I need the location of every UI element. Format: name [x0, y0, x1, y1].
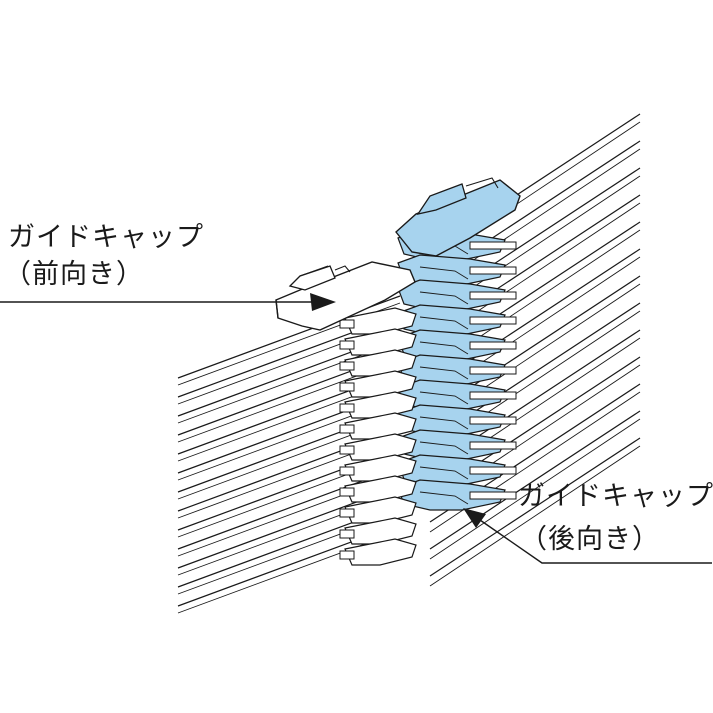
- rear-guide-cap-tab: [469, 416, 517, 425]
- front-guide-cap: [344, 517, 417, 545]
- front-guide-cap: [344, 475, 417, 503]
- rear-guide-cap-tab: [469, 316, 517, 325]
- rear-guide-cap-tab: [469, 466, 517, 475]
- front-guide-cap: [344, 538, 417, 566]
- rear-guide-cap-edge: [419, 466, 469, 480]
- rear-guide-cap: [397, 304, 506, 336]
- front-cap-label: ガイドキャップ: [8, 222, 204, 253]
- front-guide-cap: [344, 370, 417, 398]
- front-guide-cap: [344, 307, 417, 335]
- front-guide-cap: [344, 433, 417, 461]
- front-facing-guide-cap-top: [275, 261, 416, 331]
- rear-guide-cap-edge: [419, 316, 469, 330]
- rear-guide-cap-edge: [419, 391, 469, 405]
- rear-guide-cap-tab: [469, 391, 517, 400]
- rear-guide-cap-tab: [469, 341, 517, 350]
- front-guide-cap-tab: [339, 529, 355, 539]
- rear-guide-cap-tab: [469, 241, 517, 250]
- front-guide-cap-tab: [339, 382, 355, 392]
- leader-lines: [0, 293, 712, 564]
- rear-guide-cap-edge: [419, 491, 469, 505]
- rear-guide-cap-edge: [419, 441, 469, 455]
- front-guide-cap: [344, 496, 417, 524]
- rear-guide-cap-tab: [469, 291, 517, 300]
- rear-guide-cap-tab: [469, 366, 517, 375]
- front-guide-cap: [344, 328, 417, 356]
- front-guide-cap-tab: [339, 445, 355, 455]
- rear-cap-arrow-icon: [463, 508, 486, 528]
- front-guide-cap-tab: [339, 403, 355, 413]
- front-guide-cap: [344, 454, 417, 482]
- rail-line: [429, 445, 641, 587]
- front-guide-cap-tab: [339, 466, 355, 476]
- front-guide-cap-tab: [339, 340, 355, 350]
- rear-guide-cap-edge: [419, 291, 469, 305]
- rear-guide-cap-tab: [469, 441, 517, 450]
- front-guide-cap-tab: [339, 487, 355, 497]
- front-guide-cap-tab: [339, 424, 355, 434]
- rear-guide-cap-edge: [419, 416, 469, 430]
- rear-facing-guide-cap-top: [395, 177, 521, 257]
- front-guide-cap: [344, 391, 417, 419]
- rear-guide-cap-tab: [469, 491, 517, 500]
- front-guide-cap-tab: [339, 361, 355, 371]
- front-guide-cap-tab: [339, 319, 355, 329]
- rear-guide-cap-tab: [469, 266, 517, 275]
- front-cap-arrow-icon: [310, 293, 336, 311]
- rear-cap-direction-label: （後向き）: [520, 524, 660, 555]
- rear-guide-cap-edge: [419, 366, 469, 380]
- rear-facing-guide-caps: [397, 229, 517, 511]
- rear-guide-cap: [397, 404, 506, 436]
- rail-line: [429, 410, 641, 550]
- rear-guide-cap: [397, 279, 506, 311]
- front-guide-cap: [344, 349, 417, 377]
- rear-cap-leader-line: [479, 519, 712, 564]
- rail-line: [429, 418, 641, 560]
- front-cap-direction-label: （前向き）: [4, 259, 144, 290]
- rail-line: [429, 437, 641, 577]
- front-facing-guide-caps: [339, 307, 417, 566]
- rear-guide-cap-edge: [419, 266, 469, 280]
- front-guide-cap-tab: [339, 550, 355, 560]
- rear-guide-cap-edge: [419, 341, 469, 355]
- front-guide-cap: [344, 412, 417, 440]
- rail-line: [177, 530, 401, 614]
- rear-guide-cap: [397, 429, 506, 461]
- rear-cap-label: ガイドキャップ: [518, 481, 713, 512]
- front-guide-cap-tab: [339, 508, 355, 518]
